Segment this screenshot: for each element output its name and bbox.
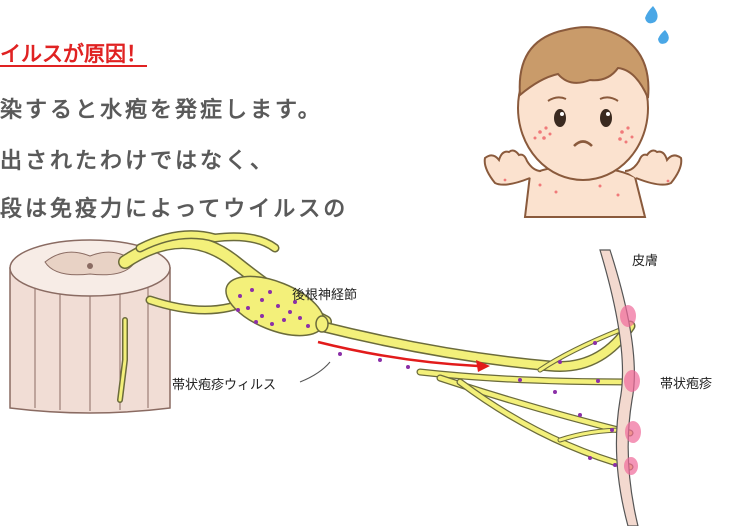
body-line-3: 段は免疫力によってウイルスの	[0, 197, 349, 222]
virus-dots	[236, 288, 617, 467]
sweat-drop-icon	[645, 6, 669, 44]
label-shingles: 帯状疱疹	[660, 377, 713, 392]
heading: イルスが原因！	[0, 42, 147, 66]
migration-arrow	[317, 340, 490, 372]
nerve-fibers	[117, 230, 636, 471]
label-skin: 皮膚	[632, 254, 659, 269]
skin-layer	[599, 249, 639, 526]
body-line-2: 出されたわけではなく、	[0, 149, 276, 174]
body-line-1: 染すると水疱を発症します。	[0, 98, 323, 123]
spinal-cord-illustration	[9, 239, 171, 414]
label-virus: 帯状疱疹ウィルス	[172, 378, 277, 393]
label-ganglion: 後根神経節	[292, 288, 358, 303]
blisters	[620, 305, 641, 475]
